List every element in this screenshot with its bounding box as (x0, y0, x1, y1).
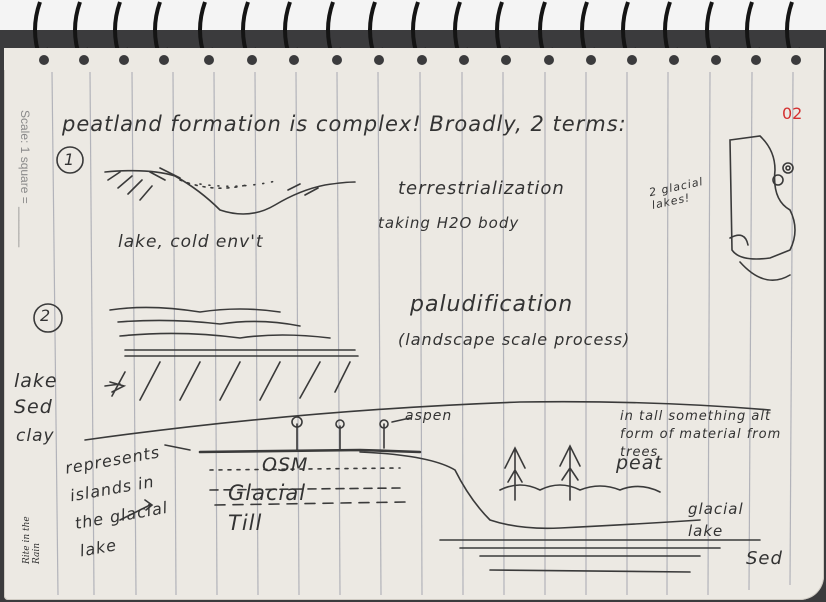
sed-label: Sed (746, 548, 783, 569)
item1-term: terrestrialization (398, 178, 565, 199)
represents-note: represents islands in the glacial lake (63, 442, 170, 561)
lake-map-sketch-icon (729, 135, 796, 282)
osm-label: OSM (262, 454, 309, 476)
aspen-label: aspen (405, 408, 453, 424)
item1-desc: taking H2O body (378, 214, 520, 232)
glacial-lake-label: glacial lake (688, 500, 744, 540)
item2-marker: 2 (40, 306, 52, 325)
tall-something-note: in tall something alt form of material f… (620, 409, 782, 460)
item2-term: paludification (410, 292, 574, 317)
page-number: 02 (782, 104, 803, 123)
lake-basin-sketch-icon (104, 167, 356, 215)
cross-section-sketch (84, 400, 771, 573)
peat-label: peat (616, 452, 663, 474)
clay-label: clay (16, 426, 55, 446)
spiral-binding-icon (0, 0, 826, 70)
lake-sed-label: lake Sed (14, 370, 58, 418)
item1-caption: lake, cold env't (118, 232, 264, 252)
notebook-page (4, 48, 824, 600)
item2-desc: (landscape scale process) (398, 330, 631, 349)
notes-heading: peatland formation is complex! Broadly, … (62, 112, 627, 136)
item2-circle (33, 303, 63, 333)
glacial-till-label: Glacial Till (228, 481, 307, 535)
item1-marker: 1 (64, 150, 76, 169)
scale-label: Scale: 1 square = ______ (18, 110, 32, 248)
paludification-layers-sketch (104, 306, 359, 401)
item1-circle (56, 146, 84, 174)
